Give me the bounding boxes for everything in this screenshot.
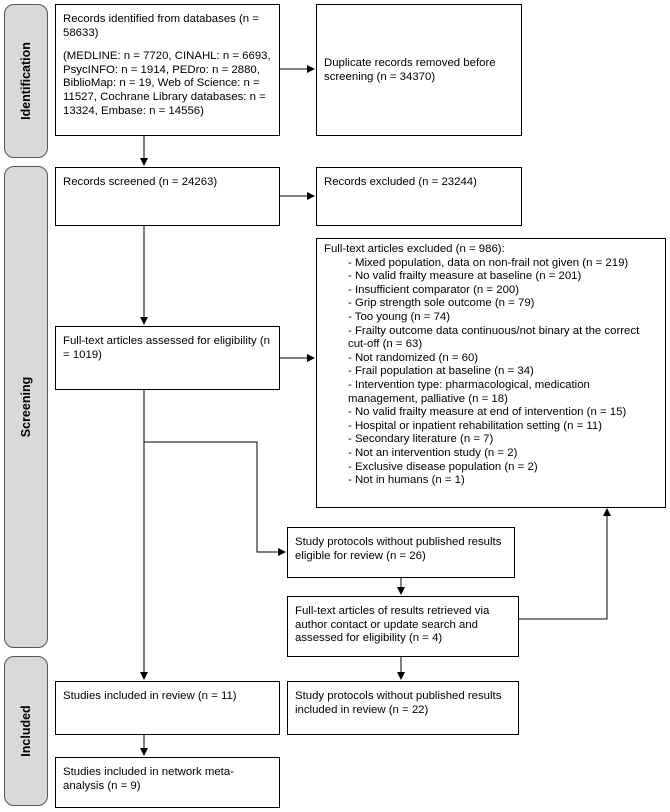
exclusion-reason: - Exclusive disease population (n = 2)	[348, 460, 538, 473]
network-meta-text: Studies included in network meta-analysi…	[63, 766, 234, 792]
box-results-retrieved: Full-text articles of results retrieved …	[287, 596, 519, 657]
stage-included: Included	[4, 656, 48, 806]
exclusion-reason: - Not an intervention study (n = 2)	[348, 446, 518, 459]
box-protocols-eligible: Study protocols without published result…	[287, 527, 515, 578]
arrow-results-to-excluded	[519, 508, 611, 620]
exclusion-reason: - Insufficient comparator (n = 200)	[348, 283, 520, 296]
exclusion-reasons-list: - Mixed population, data on non-frail no…	[324, 257, 659, 488]
exclusion-reason: - No valid frailty measure at end of int…	[348, 406, 627, 419]
exclusion-reason: - Not randomized (n = 60)	[348, 351, 479, 364]
exclusion-reason: - Intervention type: pharmacological, me…	[348, 378, 590, 405]
arrow-to-protocols-eligible	[144, 441, 286, 556]
studies-included-text: Studies included in review (n = 11)	[63, 690, 237, 702]
exclusion-reason: - Frailty outcome data continuous/not bi…	[348, 324, 640, 351]
protocols-eligible-text: Study protocols without published result…	[295, 536, 502, 562]
box-studies-included: Studies included in review (n = 11)	[55, 681, 280, 735]
exclusion-reason: - Not in humans (n = 1)	[348, 474, 465, 487]
box-records-excluded: Records excluded (n = 23244)	[316, 167, 522, 226]
exclusion-reason: - Grip strength sole outcome (n = 79)	[348, 297, 535, 310]
exclusion-reason: - Hospital or inpatient rehabilitation s…	[348, 419, 603, 432]
exclusion-reason: - Frail population at baseline (n = 34)	[348, 365, 534, 378]
stage-identification: Identification	[4, 4, 48, 158]
records-identified-title: Records identified from databases (n = 5…	[63, 13, 259, 39]
box-records-screened: Records screened (n = 24263)	[55, 167, 280, 226]
exclusion-reason: - Secondary literature (n = 7)	[348, 433, 494, 446]
stage-screening: Screening	[4, 166, 48, 648]
fulltext-assessed-text: Full-text articles assessed for eligibil…	[63, 335, 271, 361]
records-screened-text: Records screened (n = 24263)	[63, 176, 218, 188]
exclusion-reason: - Mixed population, data on non-frail no…	[348, 256, 629, 269]
results-retrieved-text: Full-text articles of results retrieved …	[295, 605, 490, 645]
fulltext-excluded-title: Full-text articles excluded (n = 986):	[324, 243, 505, 255]
box-network-meta: Studies included in network meta-analysi…	[55, 757, 280, 808]
box-fulltext-excluded: Full-text articles excluded (n = 986): -…	[316, 238, 666, 508]
protocols-included-text: Study protocols without published result…	[295, 690, 502, 716]
box-records-identified: Records identified from databases (n = 5…	[55, 4, 280, 136]
duplicates-removed-text: Duplicate records removed before screeni…	[324, 57, 496, 83]
box-fulltext-assessed: Full-text articles assessed for eligibil…	[55, 326, 280, 390]
exclusion-reason: - Too young (n = 74)	[348, 310, 451, 323]
box-protocols-included: Study protocols without published result…	[287, 681, 519, 735]
records-identified-detail: (MEDLINE: n = 7720, CINAHL: n = 6693, Ps…	[63, 50, 271, 117]
box-duplicates-removed: Duplicate records removed before screeni…	[316, 4, 522, 136]
records-excluded-text: Records excluded (n = 23244)	[324, 176, 477, 188]
exclusion-reason: - No valid frailty measure at baseline (…	[348, 270, 582, 283]
